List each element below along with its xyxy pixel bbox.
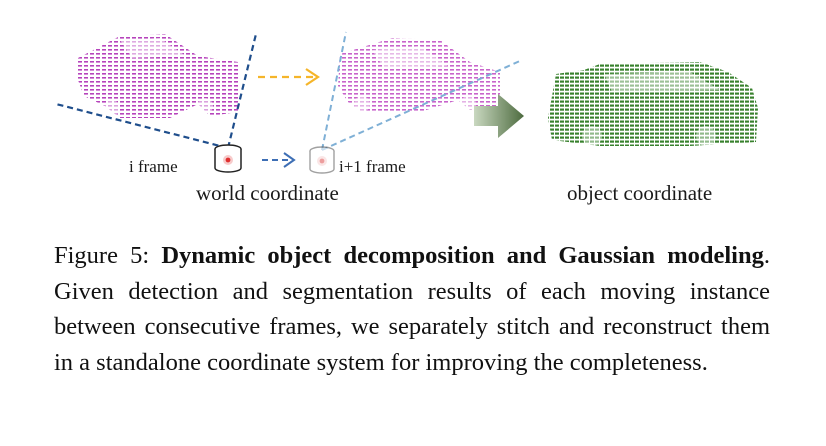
caption-title: Dynamic object decomposition and Gaussia… — [161, 242, 764, 269]
camera-icon-i — [215, 145, 241, 172]
figure-caption: Figure 5: Dynamic object decomposition a… — [54, 238, 770, 380]
camera-icon-i1 — [310, 147, 334, 173]
world-coordinate-label: world coordinate — [196, 181, 339, 206]
object-coordinate-label: object coordinate — [567, 181, 712, 206]
i1-frame-label: i+1 frame — [339, 157, 406, 177]
motion-arrow — [258, 69, 318, 85]
caption-period: . — [764, 242, 770, 269]
figure-panel: i frame i+1 frame world coordinate objec… — [0, 0, 826, 232]
caption-body: Given detection and segmentation results… — [54, 278, 770, 376]
i-frame-label: i frame — [129, 157, 178, 177]
point-cloud-object — [548, 62, 758, 146]
point-cloud-frame-i — [78, 34, 238, 118]
camera-transition-arrow — [262, 153, 294, 167]
caption-prefix: Figure 5: — [54, 242, 161, 269]
point-cloud-frame-i1 — [338, 38, 500, 112]
